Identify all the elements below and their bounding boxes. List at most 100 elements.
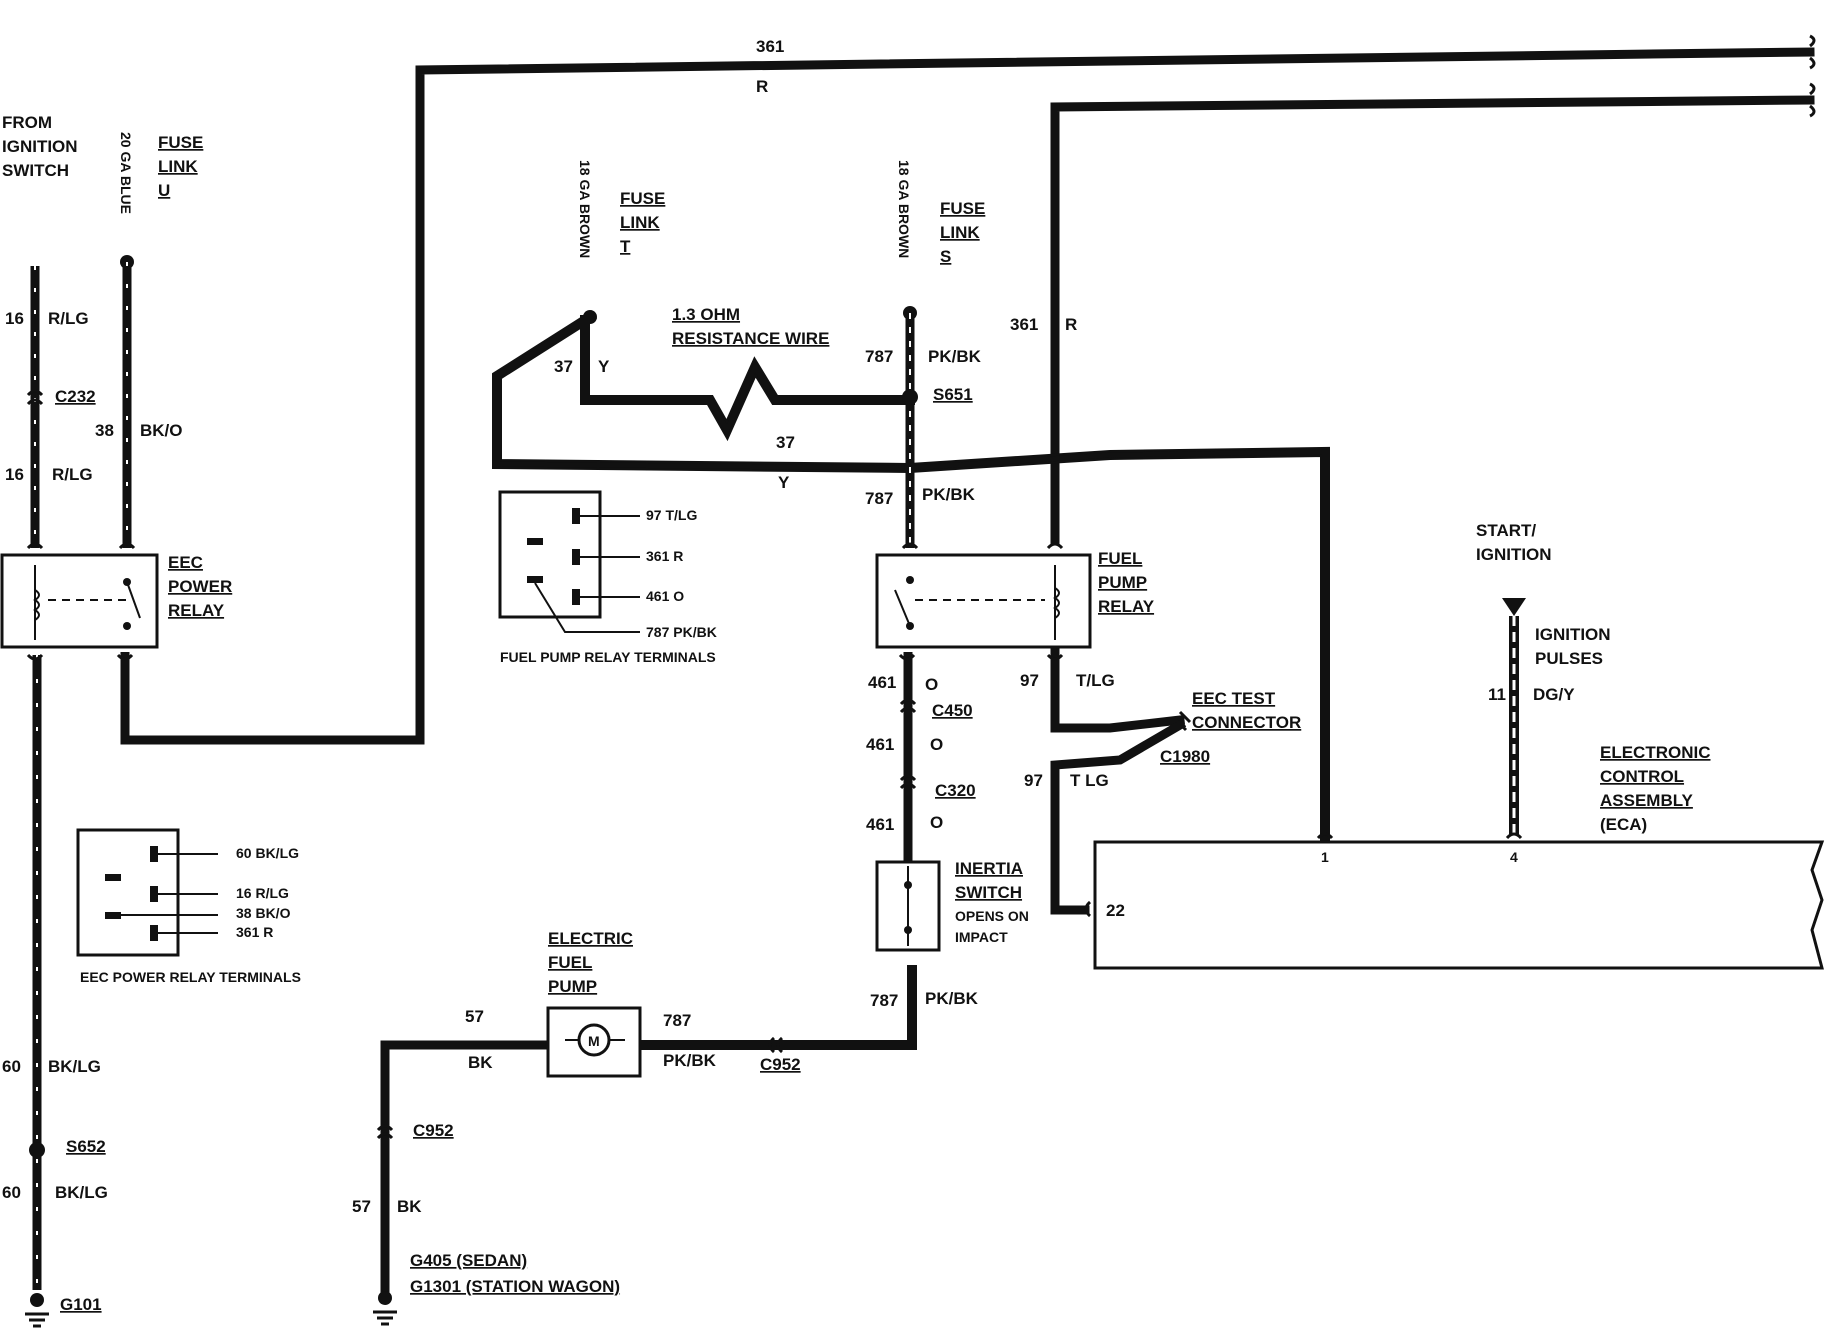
connector-c320-icon xyxy=(899,774,917,790)
label-inertia-2: SWITCH xyxy=(955,883,1022,902)
label-dgy: DG/Y xyxy=(1533,685,1575,704)
label-from-ignition-1: FROM xyxy=(2,113,52,132)
start-ignition-arrow-icon xyxy=(1502,598,1526,616)
label-37-a: 37 xyxy=(554,357,573,376)
label-eca-4: (ECA) xyxy=(1600,815,1647,834)
label-eprt-16: 16 R/LG xyxy=(236,885,289,901)
label-pkbk-b: PK/BK xyxy=(922,485,976,504)
connector-c450-icon xyxy=(899,698,917,714)
label-fuse-t-1: FUSE xyxy=(620,189,665,208)
label-fprt-97: 97 T/LG xyxy=(646,507,697,523)
label-resistance-1: 1.3 OHM xyxy=(672,305,740,324)
label-y-a: Y xyxy=(598,357,610,376)
label-fprt-title: FUEL PUMP RELAY TERMINALS xyxy=(500,649,716,665)
label-bklg-a: BK/LG xyxy=(48,1057,101,1076)
label-c320: C320 xyxy=(935,781,976,800)
label-c952-b: C952 xyxy=(413,1121,454,1140)
label-inertia-1: INERTIA xyxy=(955,859,1023,878)
label-fuse-s-1: FUSE xyxy=(940,199,985,218)
label-efp-3: PUMP xyxy=(548,977,597,996)
label-from-ignition-3: SWITCH xyxy=(2,161,69,180)
label-18-ga-brown-s: 18 GA BROWN xyxy=(896,160,912,258)
label-c1980: C1980 xyxy=(1160,747,1210,766)
label-57-b: 57 xyxy=(352,1197,371,1216)
label-resistance-2: RESISTANCE WIRE xyxy=(672,329,829,348)
label-g101: G101 xyxy=(60,1295,102,1314)
wire-97-tlg-b xyxy=(1050,718,1187,915)
connector-c952-b-icon xyxy=(376,1124,394,1140)
label-pin-22: 22 xyxy=(1106,901,1125,920)
label-fuse-t-2: LINK xyxy=(620,213,660,232)
label-o-c: O xyxy=(930,813,943,832)
eca-pin-4-icon xyxy=(1505,832,1523,840)
label-g405: G405 (SEDAN) xyxy=(410,1251,527,1270)
label-eec-relay-3: RELAY xyxy=(168,601,225,620)
label-o-b: O xyxy=(930,735,943,754)
label-bk-a: BK xyxy=(468,1053,493,1072)
fuel-pump-relay xyxy=(875,542,1092,661)
inertia-switch xyxy=(875,860,941,952)
splice-s651-dot xyxy=(902,389,918,405)
splice-s652-dot xyxy=(29,1142,45,1158)
label-efp-1: ELECTRIC xyxy=(548,929,633,948)
label-from-ignition-2: IGNITION xyxy=(2,137,78,156)
wire-57-bk xyxy=(380,1040,550,1295)
connector-c232-icon xyxy=(26,389,44,406)
label-eca-3: ASSEMBLY xyxy=(1600,791,1694,810)
label-787-c: 787 xyxy=(663,1011,691,1030)
label-c450: C450 xyxy=(932,701,973,720)
eca-pin-1-icon xyxy=(1316,832,1334,840)
connector-c1980-icon xyxy=(1174,710,1192,732)
label-97-a: 97 xyxy=(1020,671,1039,690)
label-eprt-title: EEC POWER RELAY TERMINALS xyxy=(80,969,301,985)
label-eprt-60: 60 BK/LG xyxy=(236,845,299,861)
label-18-ga-brown-t: 18 GA BROWN xyxy=(577,160,593,258)
svg-text:M: M xyxy=(588,1033,600,1049)
label-eec-relay-2: POWER xyxy=(168,577,232,596)
label-fuse-u-2: LINK xyxy=(158,157,198,176)
label-eca-2: CONTROL xyxy=(1600,767,1684,786)
label-r-top: R xyxy=(756,77,768,96)
label-fp-relay-3: RELAY xyxy=(1098,597,1155,616)
label-461-c: 461 xyxy=(866,815,894,834)
label-60-a: 60 xyxy=(2,1057,21,1076)
label-787-d: 787 xyxy=(870,991,898,1010)
label-g1301: G1301 (STATION WAGON) xyxy=(410,1277,620,1296)
label-11: 11 xyxy=(1488,685,1506,704)
label-20-ga-blue: 20 GA BLUE xyxy=(118,132,134,214)
label-pin-4: 4 xyxy=(1510,849,1518,865)
label-bko: BK/O xyxy=(140,421,183,440)
label-start-2: IGNITION xyxy=(1476,545,1552,564)
label-fuse-t-3: T xyxy=(620,237,631,256)
label-rlg-b: R/LG xyxy=(52,465,93,484)
label-461-b: 461 xyxy=(866,735,894,754)
label-efp-2: FUEL xyxy=(548,953,592,972)
label-fprt-361: 361 R xyxy=(646,548,683,564)
label-y-b: Y xyxy=(778,473,790,492)
label-tlg-a: T/LG xyxy=(1076,671,1115,690)
label-16-a: 16 xyxy=(5,309,24,328)
label-eec-relay-1: EEC xyxy=(168,553,203,572)
label-inertia-3: OPENS ON xyxy=(955,908,1029,924)
label-fuse-s-2: LINK xyxy=(940,223,980,242)
label-s652: S652 xyxy=(66,1137,106,1156)
label-start-1: START/ xyxy=(1476,521,1536,540)
label-97-b: 97 xyxy=(1024,771,1043,790)
label-fp-relay-2: PUMP xyxy=(1098,573,1147,592)
label-ign-1: IGNITION xyxy=(1535,625,1611,644)
label-bklg-b: BK/LG xyxy=(55,1183,108,1202)
label-r-mid: R xyxy=(1065,315,1077,334)
eca-body xyxy=(1093,840,1825,970)
wire-361-top-break xyxy=(1809,34,1816,70)
label-tlg-b: T LG xyxy=(1070,771,1109,790)
label-inertia-4: IMPACT xyxy=(955,929,1008,945)
label-pkbk-a: PK/BK xyxy=(928,347,982,366)
label-37-b: 37 xyxy=(776,433,795,452)
label-361-top: 361 xyxy=(756,37,784,56)
eca-pin-22-icon xyxy=(1084,900,1092,918)
ground-g101-icon xyxy=(25,1293,49,1328)
eec-power-relay-terminals-icon xyxy=(76,828,218,957)
connector-c952-a-icon xyxy=(768,1036,784,1054)
label-o-a: O xyxy=(925,675,938,694)
